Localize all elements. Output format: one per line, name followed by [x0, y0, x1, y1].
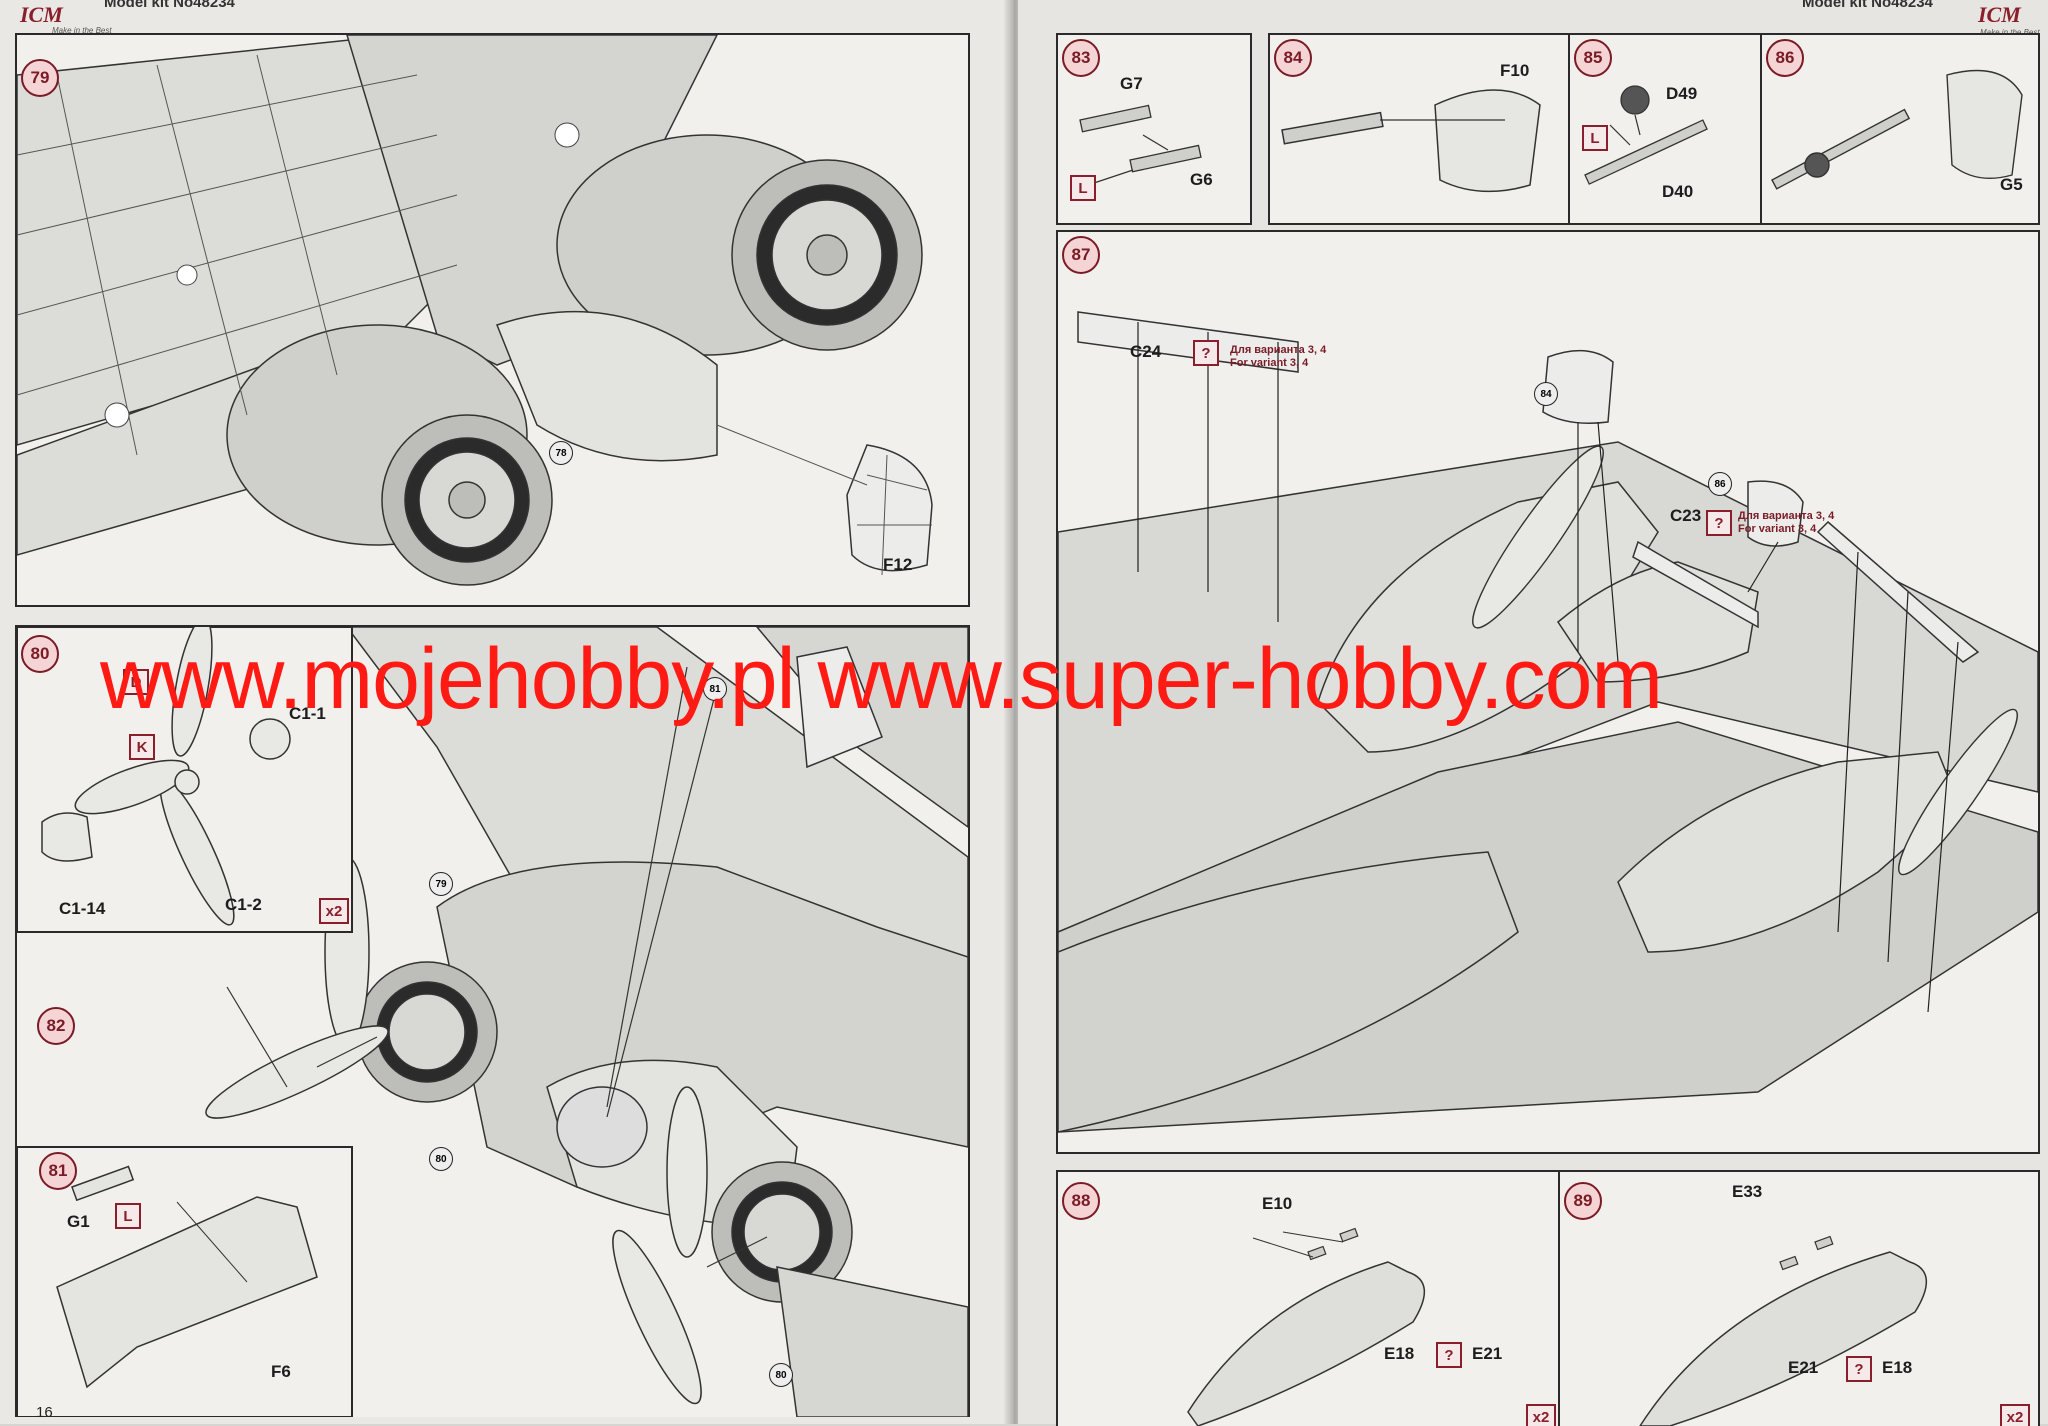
step-89-illustration [1639, 1235, 1928, 1426]
part-c24-label: C24 [1130, 342, 1162, 361]
part-g1-label: G1 [67, 1212, 90, 1231]
step-86-badge: 86 [1766, 39, 1804, 77]
part-g6-label: G6 [1190, 170, 1213, 189]
part-e18-label-88: E18 [1384, 1344, 1415, 1363]
step-82-ref-80b: 80 [769, 1363, 793, 1387]
part-e33-label: E33 [1732, 1182, 1763, 1201]
step-88-panel: 88 E10 E18 ? E21 x2 [1056, 1170, 1562, 1426]
c23-question-box: ? [1706, 510, 1732, 536]
part-f6-label: F6 [271, 1362, 291, 1381]
c24-question-box: ? [1193, 340, 1219, 366]
step-82-badge: 82 [37, 1007, 75, 1045]
step-84-illustration [1281, 89, 1541, 193]
part-c1-1-label: C1-1 [289, 704, 326, 723]
part-c1-14-label: C1-14 [59, 899, 106, 918]
logo-tagline-right: Make in the Best [1980, 28, 2040, 37]
part-e10-label: E10 [1262, 1194, 1293, 1213]
step-89-badge: 89 [1564, 1182, 1602, 1220]
part-c23-label: C23 [1670, 506, 1702, 525]
step-88-illustration [1187, 1227, 1426, 1426]
step-89-panel: 89 E33 E21 ? E18 x2 [1558, 1170, 2040, 1426]
left-page: ICM Make in the Best Model kit No48234 [0, 0, 1012, 1424]
part-l-label-85: L [1582, 125, 1608, 151]
step-88-badge: 88 [1062, 1182, 1100, 1220]
step-82-illustration [17, 627, 968, 1417]
part-d-label: D [123, 669, 149, 695]
part-g5-label: G5 [2000, 175, 2023, 194]
step-85-illustration [1584, 85, 1708, 185]
part-l-label-81: L [115, 1203, 141, 1229]
step-81-ref: 81 [703, 677, 727, 701]
part-e21-label-89: E21 [1788, 1358, 1819, 1377]
right-page: Model kit No48234 ICM Make in the Best 8… [1018, 0, 2048, 1426]
kit-number-right: Model kit No48234 [1802, 0, 1933, 11]
part-l-label-83: L [1070, 175, 1096, 201]
step-84-badge: 84 [1274, 39, 1312, 77]
part-d40-label: D40 [1662, 182, 1694, 201]
c24-variant-ru: Для варианта 3, 4 [1230, 344, 1327, 356]
step-82-panel: 80 D K C1-1 C1-14 C1-2 x2 79 82 80 80 81… [15, 625, 970, 1417]
e18-e21-question-box: ? [1436, 1342, 1462, 1368]
step-87-illustration [1058, 311, 2038, 1133]
part-e21-label-88: E21 [1472, 1344, 1503, 1363]
part-g7-label: G7 [1120, 74, 1143, 93]
icm-logo-right: ICM [1978, 2, 2021, 27]
c24-variant-en: For variant 3, 4 [1230, 357, 1309, 369]
kit-number-left: Model kit No48234 [104, 0, 235, 11]
step-87-ref-84: 84 [1534, 382, 1558, 406]
c23-variant-en: For variant 3, 4 [1738, 523, 1817, 535]
step-81-badge: 81 [39, 1152, 77, 1190]
step-79-illustration [17, 35, 933, 586]
step-85-badge: 85 [1574, 39, 1612, 77]
part-d49-label: D49 [1666, 84, 1698, 103]
part-f10-label: F10 [1500, 61, 1530, 80]
logo-tagline: Make in the Best [52, 26, 112, 35]
step-82-ref-80a: 80 [429, 1147, 453, 1171]
step-86-illustration [1771, 69, 2023, 190]
step-89-multiplier: x2 [2000, 1404, 2030, 1426]
step-84-panel: 84 F10 [1268, 33, 1572, 225]
step-87-panel: 87 C24 ? Для варианта 3, 4 For variant 3… [1056, 230, 2040, 1154]
step-83-panel: 83 G7 L G6 [1056, 33, 1252, 225]
step-80-badge: 80 [21, 635, 59, 673]
step-79-panel: 79 78 F12 [15, 33, 970, 607]
step-86-panel: 86 G5 [1760, 33, 2040, 225]
step-79-ref-78: 78 [549, 441, 573, 465]
step-87-ref-86: 86 [1708, 472, 1732, 496]
part-f12-label: F12 [883, 555, 913, 574]
part-k-label: K [129, 734, 155, 760]
step-85-panel: 85 D49 L D40 [1568, 33, 1764, 225]
page-number: 16 [36, 1404, 53, 1421]
step-82-ref-79: 79 [429, 872, 453, 896]
c24-variant-note: Для варианта 3, 4 For variant 3, 4 [1230, 344, 1326, 370]
step-83-illustration [1079, 104, 1202, 186]
e21-e18-question-box: ? [1846, 1356, 1872, 1382]
part-e18-label-89: E18 [1882, 1358, 1913, 1377]
step-79-badge: 79 [21, 59, 59, 97]
step-80-multiplier: x2 [319, 898, 349, 924]
watermark-text: www.mojehobby.pl www.super-hobby.com [100, 631, 1663, 727]
step-88-multiplier: x2 [1526, 1404, 1556, 1426]
c23-variant-note: Для варианта 3, 4 For variant 3, 4 [1738, 510, 1834, 536]
step-83-badge: 83 [1062, 39, 1100, 77]
icm-logo: ICM [20, 2, 63, 27]
part-c1-2-label: C1-2 [225, 895, 262, 914]
c23-variant-ru: Для варианта 3, 4 [1738, 510, 1835, 522]
step-87-badge: 87 [1062, 236, 1100, 274]
